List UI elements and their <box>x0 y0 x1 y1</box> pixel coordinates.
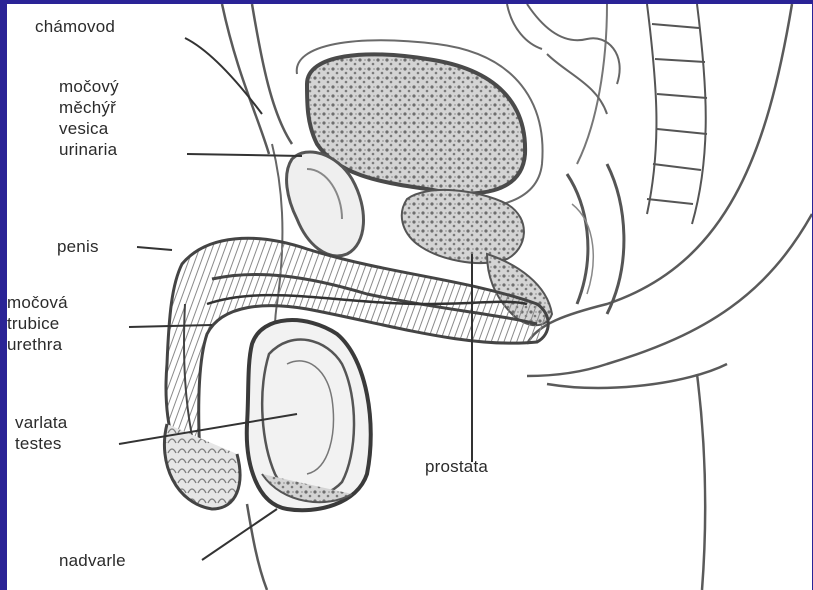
label-line: močový <box>59 76 119 97</box>
leader-mocovy-mechyr <box>187 154 302 156</box>
label-penis: penis <box>57 236 99 257</box>
label-line: trubice <box>7 313 68 334</box>
label-nadvarle: nadvarle <box>59 550 126 571</box>
label-prostata: prostata <box>425 456 488 477</box>
label-line: urinaria <box>59 139 119 160</box>
label-varlata: varlata testes <box>15 412 67 454</box>
label-mocova-trubice: močová trubice urethra <box>7 292 68 355</box>
rectum <box>567 164 624 314</box>
label-line: měchýř <box>59 97 119 118</box>
label-mocovy-mechyr: močový měchýř vesica urinaria <box>59 76 119 160</box>
glans <box>164 424 240 509</box>
label-line: varlata <box>15 412 67 433</box>
scrotum-testis <box>247 320 371 510</box>
label-line: testes <box>15 433 67 454</box>
male-reproductive-anatomy-drawing <box>7 4 812 590</box>
spine <box>577 4 707 224</box>
intestines <box>507 4 620 114</box>
diagram-frame: chámovod močový měchýř vesica urinaria p… <box>7 4 812 590</box>
label-line: vesica <box>59 118 119 139</box>
label-chamovod: chámovod <box>35 16 115 37</box>
label-line: urethra <box>7 334 68 355</box>
label-line: močová <box>7 292 68 313</box>
leader-penis <box>137 247 172 250</box>
leader-nadvarle <box>202 509 277 560</box>
